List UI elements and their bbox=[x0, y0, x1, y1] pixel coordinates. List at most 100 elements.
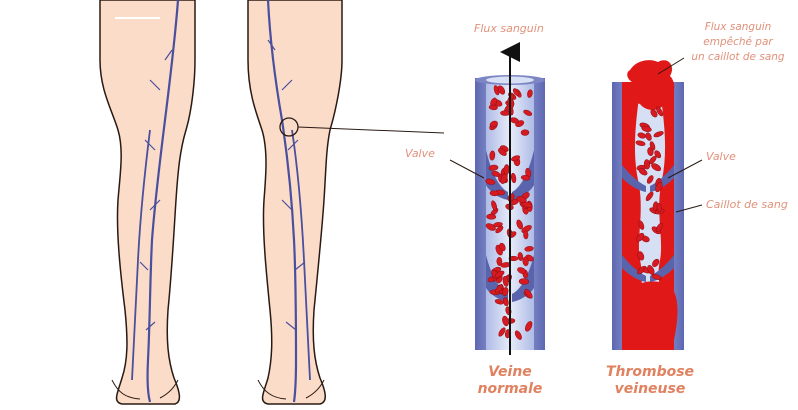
valve-right-leader bbox=[667, 159, 703, 179]
valve-left-leader bbox=[449, 159, 485, 179]
blood-cell bbox=[520, 129, 530, 136]
label-blocked-flow-line3: un caillot de sang bbox=[691, 51, 785, 63]
label-valve-thrombosis: Valve bbox=[706, 150, 736, 163]
normal-valve-left-1 bbox=[486, 150, 508, 200]
blood-cell bbox=[510, 172, 517, 184]
clot-leader bbox=[675, 204, 703, 213]
blood-cell bbox=[524, 246, 534, 252]
blood-cell bbox=[488, 104, 498, 111]
normal-valve-right-1 bbox=[512, 150, 534, 200]
blood-cell bbox=[521, 225, 532, 233]
blood-cell bbox=[499, 242, 506, 252]
blood-cell bbox=[502, 287, 509, 297]
label-blocked-flow-line2: empêché par bbox=[703, 36, 773, 48]
normal-blood-cells bbox=[485, 85, 534, 340]
label-blocked-flow-line1: Flux sanguin bbox=[704, 21, 772, 33]
blood-cell bbox=[655, 182, 663, 193]
normal-vein bbox=[475, 42, 545, 355]
blood-cell bbox=[502, 297, 509, 307]
blood-cell bbox=[520, 175, 531, 181]
left-foot-toes bbox=[111, 379, 179, 400]
blood-cell bbox=[485, 178, 496, 185]
left-deep-vein bbox=[131, 129, 151, 381]
blood-cell bbox=[486, 213, 497, 220]
blood-cell bbox=[649, 155, 657, 165]
blood-cell bbox=[495, 225, 504, 234]
blood-cell bbox=[646, 175, 654, 184]
blood-cell bbox=[500, 110, 511, 116]
blood-cell bbox=[496, 256, 503, 266]
blood-cell bbox=[655, 106, 664, 117]
label-clot: Caillot de sang bbox=[706, 198, 788, 211]
blood-cell bbox=[493, 222, 503, 228]
blood-cell bbox=[649, 141, 656, 151]
blood-cell bbox=[638, 220, 645, 230]
blood-cell bbox=[489, 150, 496, 161]
blood-cell bbox=[491, 170, 501, 177]
blood-cell bbox=[650, 109, 658, 118]
blood-cell bbox=[511, 155, 521, 162]
blood-cell bbox=[523, 109, 533, 116]
blood-cell bbox=[653, 131, 664, 138]
thrombosis-valve-left-1 bbox=[622, 165, 646, 192]
blood-cell bbox=[514, 330, 522, 340]
blood-cell bbox=[645, 191, 654, 201]
blood-cell bbox=[488, 164, 499, 171]
blood-cell bbox=[525, 321, 533, 332]
title-normal-vein: Veine normale bbox=[455, 364, 565, 398]
blood-cell bbox=[517, 267, 527, 274]
blood-cell bbox=[524, 288, 533, 299]
blood-cell bbox=[651, 163, 662, 172]
blood-cell bbox=[635, 140, 646, 146]
blood-cell bbox=[527, 89, 533, 98]
blood-cell bbox=[517, 252, 524, 261]
blood-cell bbox=[651, 274, 662, 280]
label-valve-normal: Valve bbox=[405, 147, 435, 160]
blood-cell bbox=[489, 120, 498, 128]
blood-cell bbox=[654, 150, 662, 159]
blood-cell bbox=[512, 88, 520, 96]
label-flux-sanguin: Flux sanguin bbox=[474, 22, 544, 35]
blood-cell bbox=[503, 164, 510, 176]
blood-cell bbox=[494, 270, 505, 278]
right-leg-outline bbox=[247, 0, 343, 405]
blood-cell bbox=[485, 223, 496, 231]
blood-cell bbox=[655, 222, 663, 233]
zoom-leader-line bbox=[297, 126, 445, 134]
blood-cell bbox=[498, 327, 506, 337]
left-leg bbox=[99, 0, 196, 405]
blood-cell bbox=[518, 278, 530, 285]
blood-cell bbox=[516, 219, 524, 230]
thrombosis-blood-cells bbox=[635, 106, 665, 280]
blood-cell bbox=[502, 276, 509, 287]
blood-cell bbox=[491, 200, 498, 211]
blood-cell bbox=[521, 201, 533, 208]
blood-cell bbox=[652, 258, 660, 267]
title-normal-line2: normale bbox=[477, 381, 543, 397]
title-normal-line1: Veine bbox=[488, 364, 532, 380]
blood-cell bbox=[656, 202, 662, 213]
left-leg-outline bbox=[99, 0, 196, 405]
title-thrombosis-line2: veineuse bbox=[614, 381, 686, 397]
right-leg bbox=[247, 0, 445, 405]
blood-cell bbox=[637, 251, 645, 261]
blood-cell bbox=[508, 255, 519, 262]
right-deep-vein bbox=[291, 129, 311, 381]
blood-cell bbox=[497, 85, 506, 95]
blood-cell bbox=[523, 230, 529, 240]
blood-cell bbox=[641, 126, 652, 132]
right-great-saphenous-vein bbox=[266, 0, 298, 403]
label-blocked-flow: Flux sanguin empêché par un caillot de s… bbox=[688, 20, 788, 65]
title-thrombosis-line1: Thrombose bbox=[605, 364, 695, 380]
title-thrombosis: Thrombose veineuse bbox=[595, 364, 705, 398]
clot-bottom bbox=[622, 281, 678, 340]
blood-cell bbox=[522, 256, 529, 267]
right-foot-toes bbox=[257, 379, 325, 400]
blood-cell bbox=[516, 196, 527, 203]
thrombosis-vein bbox=[612, 60, 684, 350]
blood-cell bbox=[645, 132, 652, 141]
blood-cell bbox=[498, 147, 507, 156]
left-great-saphenous-vein bbox=[146, 0, 180, 403]
